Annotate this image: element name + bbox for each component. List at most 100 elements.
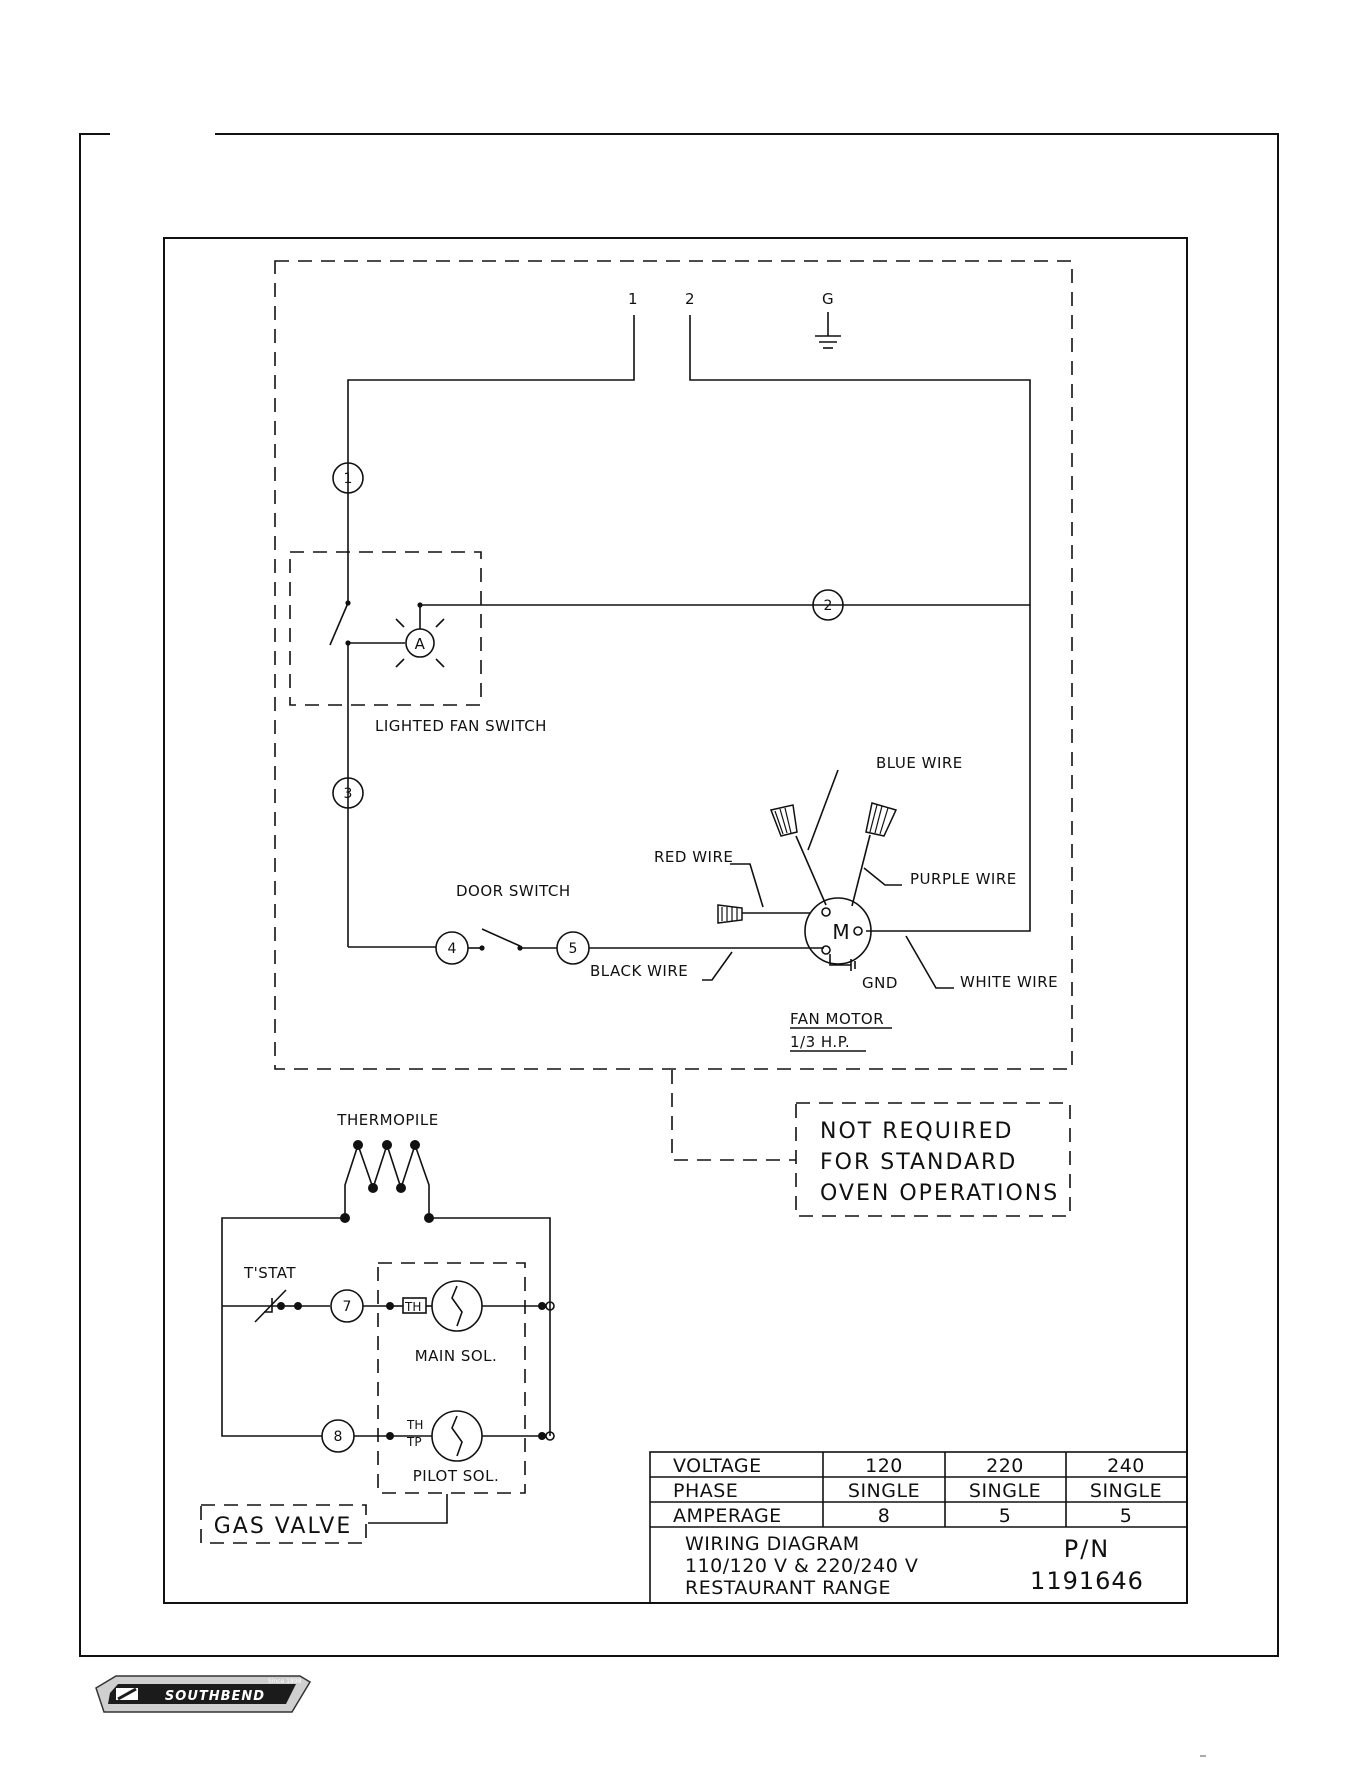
thermopile-right-lead: [429, 1217, 551, 1436]
title-line-2: 110/120 V & 220/240 V: [685, 1555, 918, 1577]
wire-number-2: 2: [812, 589, 844, 621]
black-wire-leader: [702, 951, 733, 981]
fan-motor-icon: [804, 897, 872, 965]
amperage-value-2: 5: [999, 1505, 1012, 1527]
drawing-border: [163, 237, 1188, 1604]
title-line-3: RESTAURANT RANGE: [685, 1577, 891, 1599]
phase-value-2: SINGLE: [969, 1480, 1041, 1502]
pilot-sol-out-terminal-2: [545, 1431, 555, 1441]
pilot-sol-th-label: TH: [406, 1418, 423, 1432]
page-frame: [79, 133, 1279, 1657]
terminal-1-label: 1: [628, 290, 638, 308]
phase-value-1: SINGLE: [848, 1480, 920, 1502]
pn-label: P/N: [1064, 1535, 1111, 1563]
note-box: [795, 1102, 1071, 1217]
motor-label: M: [832, 920, 849, 944]
white-wire-leader: [905, 935, 954, 989]
wire-number-5: 5: [556, 931, 590, 965]
wire-number-8: 8: [321, 1419, 355, 1453]
motor-ground-lead: [829, 954, 851, 966]
fan-kit-boundary: [274, 260, 1073, 1070]
wire-number-1: 1: [332, 462, 364, 494]
thermopile-left-lead: [221, 1217, 345, 1437]
note-connector: [671, 1070, 796, 1161]
main-solenoid-icon: [431, 1280, 483, 1332]
spec-row-label-amperage: AMPERAGE: [673, 1505, 782, 1527]
thermopile-label: THERMOPILE: [336, 1111, 438, 1129]
gas-valve-box: [200, 1504, 367, 1544]
white-wire-label: WHITE WIRE: [960, 973, 1058, 991]
red-wire-leader: [730, 863, 764, 908]
terminal-ground-label: G: [822, 290, 834, 308]
red-wire-label: RED WIRE: [654, 848, 733, 866]
fan-switch-blade: [329, 602, 349, 646]
ground-icon: [815, 312, 841, 349]
gas-valve-boundary: [377, 1262, 526, 1494]
svg-text:4: 4: [448, 941, 457, 957]
pn-value: 1191646: [1030, 1567, 1144, 1595]
pilot-sol-tp-label: TP: [406, 1435, 422, 1449]
wire-number-3: 3: [332, 777, 364, 809]
blue-wire: [795, 835, 827, 906]
main-sol-th-label: TH: [404, 1300, 421, 1314]
purple-wire-label: PURPLE WIRE: [910, 870, 1017, 888]
fan-motor-hp-label: 1/3 H.P.: [790, 1033, 850, 1051]
gnd-label: GND: [862, 974, 898, 992]
pilot-sol-label: PILOT SOL.: [413, 1467, 499, 1485]
door-switch-contact-left: [479, 945, 485, 951]
purple-wire: [851, 834, 871, 907]
pilot-solenoid-icon: [431, 1410, 483, 1462]
wire-number-7: 7: [330, 1289, 364, 1323]
amperage-value-1: 8: [878, 1505, 891, 1527]
southbend-logo: SOUTHBEND Since 1898: [95, 1675, 312, 1713]
door-switch-blade: [481, 928, 521, 947]
lamp-label: A: [415, 635, 426, 653]
tstat-label: T'STAT: [243, 1264, 296, 1282]
main-sol-label: MAIN SOL.: [415, 1347, 498, 1365]
purple-wire-nut-icon: [865, 802, 898, 837]
logo-tagline: Since 1898: [268, 1678, 302, 1685]
voltage-value-1: 120: [865, 1455, 903, 1477]
pilot-sol-out-terminal: [538, 1432, 546, 1440]
thermopile-icon: [340, 1140, 434, 1223]
blue-wire-leader: [807, 769, 839, 851]
voltage-value-3: 240: [1107, 1455, 1145, 1477]
main-sol-out-terminal: [538, 1302, 546, 1310]
spec-row-label-phase: PHASE: [673, 1480, 738, 1502]
purple-wire-leader: [863, 867, 902, 886]
red-wire-nut-icon: [717, 904, 743, 924]
svg-text:5: 5: [569, 941, 578, 957]
line-1-wire: [347, 315, 635, 603]
black-wire-label: BLACK WIRE: [590, 962, 688, 980]
gas-valve-label: GAS VALVE: [214, 1514, 353, 1539]
title-line-1: WIRING DIAGRAM: [685, 1533, 860, 1555]
lighted-fan-switch-label: LIGHTED FAN SWITCH: [375, 717, 547, 735]
door-switch-label: DOOR SWITCH: [456, 882, 571, 900]
blue-wire-nut-icon: [769, 804, 798, 837]
note-line-3: OVEN OPERATIONS: [820, 1181, 1059, 1206]
svg-text:7: 7: [343, 1299, 352, 1315]
line-2-wire: [689, 315, 1031, 932]
note-line-1: NOT REQUIRED: [820, 1119, 1013, 1144]
spec-row-label-voltage: VOLTAGE: [673, 1455, 762, 1477]
main-sol-out-terminal-2: [545, 1301, 555, 1311]
fan-switch-boundary: [289, 551, 482, 706]
terminal-2-label: 2: [685, 290, 695, 308]
svg-text:8: 8: [334, 1429, 343, 1445]
svg-text:1: 1: [344, 471, 353, 487]
voltage-value-2: 220: [986, 1455, 1024, 1477]
blue-wire-label: BLUE WIRE: [876, 754, 963, 772]
logo-text: SOUTHBEND: [165, 1689, 265, 1704]
amperage-value-3: 5: [1120, 1505, 1133, 1527]
svg-text:2: 2: [824, 598, 833, 614]
gas-valve-leader: [368, 1494, 448, 1524]
phase-value-3: SINGLE: [1090, 1480, 1162, 1502]
fan-motor-label: FAN MOTOR: [790, 1010, 884, 1028]
note-line-2: FOR STANDARD: [820, 1150, 1017, 1175]
wire-number-4: 4: [435, 931, 469, 965]
svg-text:3: 3: [344, 786, 353, 802]
spec-table: VOLTAGE 120 220 240 PHASE SINGLE SINGLE …: [649, 1451, 1188, 1604]
indicator-lamp-icon: [395, 602, 445, 668]
